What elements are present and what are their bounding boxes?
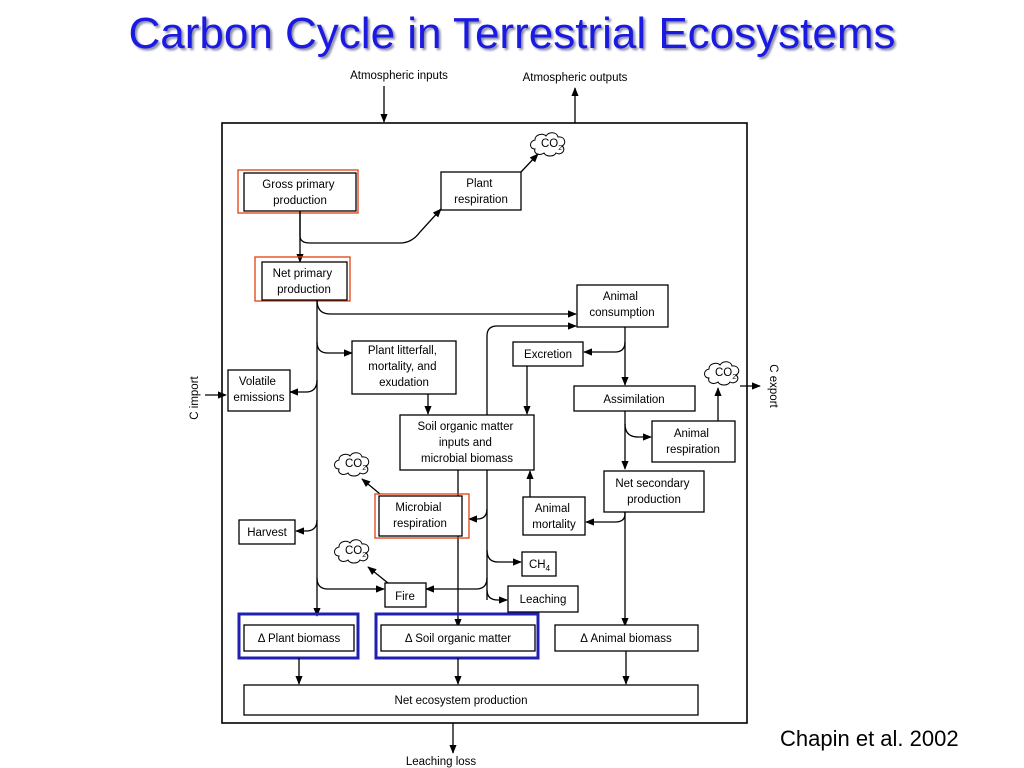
arrow-npp-animalcons bbox=[316, 299, 577, 318]
arrow-npp-volatile bbox=[289, 379, 318, 396]
soil-om-text: Δ Soil organic matter bbox=[405, 633, 511, 645]
arrow-som-animalcons bbox=[486, 322, 577, 415]
assimilation-text: Assimilation bbox=[603, 394, 664, 406]
animal-respiration-box bbox=[651, 420, 736, 463]
slide-title: Carbon Cycle in Terrestrial Ecosystems bbox=[128, 9, 896, 58]
arrow-som-leaching bbox=[486, 589, 508, 604]
nep-box bbox=[243, 684, 699, 716]
nep-text: Net ecosystem production bbox=[395, 695, 528, 707]
arrow-assimilation-animalresp bbox=[624, 423, 652, 441]
assimilation-box bbox=[573, 385, 696, 412]
fire-box bbox=[384, 582, 427, 608]
ch4-text: CH4 bbox=[529, 559, 551, 573]
soil-om-box bbox=[380, 624, 536, 652]
svg-text:CO2: CO2 bbox=[541, 138, 562, 152]
gpp-text: Gross primary production bbox=[262, 179, 337, 207]
arrow-microbialresp-co2 bbox=[361, 478, 381, 495]
animal-consumption-text: Animal consumption bbox=[589, 291, 654, 319]
microbial-respiration-box bbox=[378, 495, 463, 537]
co2-cloud-icon: CO2 bbox=[704, 361, 740, 386]
co2-cloud-icon: CO2 bbox=[334, 539, 370, 564]
arrow-gpp-plantresp bbox=[299, 208, 442, 244]
microbial-respiration-text: Microbial respiration bbox=[393, 502, 447, 530]
atmospheric-outputs-label: Atmospheric outputs bbox=[523, 72, 628, 84]
ch4-box bbox=[521, 551, 557, 577]
ecosystem-boundary bbox=[221, 122, 748, 724]
litterfall-box bbox=[351, 340, 457, 395]
fire-text: Fire bbox=[395, 591, 415, 603]
citation: Chapin et al. 2002 bbox=[780, 726, 959, 751]
arrow-plantresp-co2 bbox=[520, 153, 539, 173]
c-export-label: C export bbox=[767, 364, 779, 408]
leaching-loss-label: Leaching loss bbox=[406, 756, 477, 768]
arrow-som-ch4 bbox=[486, 549, 522, 566]
arrow-fire-co2 bbox=[367, 566, 389, 584]
animal-consumption-box bbox=[576, 284, 669, 328]
animal-respiration-text: Animal respiration bbox=[666, 428, 720, 456]
microbial-resp-highlight bbox=[374, 493, 470, 539]
npp-text: Net primary production bbox=[273, 268, 336, 296]
volatile-emissions-text: Volatile emissions bbox=[233, 376, 284, 404]
volatile-emissions-box bbox=[227, 369, 291, 412]
npp-box bbox=[261, 261, 348, 301]
harvest-box bbox=[238, 519, 296, 545]
leaching-box bbox=[507, 585, 579, 613]
co2-cloud-icon: CO2 bbox=[530, 132, 566, 157]
svg-text:CO2: CO2 bbox=[345, 458, 366, 472]
plant-biomass-box bbox=[243, 624, 355, 652]
arrow-som-microbialresp bbox=[468, 508, 488, 523]
svg-text:CO2: CO2 bbox=[345, 545, 366, 559]
som-inputs-box bbox=[399, 414, 535, 471]
soil-om-highlight bbox=[374, 612, 540, 660]
net-secondary-text: Net secondary production bbox=[615, 478, 692, 506]
animal-mortality-box bbox=[522, 496, 586, 536]
plant-biomass-text: Δ Plant biomass bbox=[258, 633, 341, 645]
plant-respiration-box bbox=[440, 171, 522, 211]
arrow-netsecondary-animalmort bbox=[585, 512, 626, 526]
npp-highlight bbox=[254, 256, 351, 302]
arrow-som-fire bbox=[425, 577, 488, 593]
animal-biomass-box bbox=[554, 624, 699, 652]
gpp-box bbox=[243, 172, 357, 212]
net-secondary-box bbox=[603, 470, 705, 513]
leaching-text: Leaching bbox=[520, 594, 567, 606]
som-inputs-text: Soil organic matter inputs and microbial… bbox=[417, 421, 516, 465]
excretion-box bbox=[512, 341, 584, 367]
arrow-npp-fire bbox=[316, 577, 385, 593]
animal-mortality-text: Animal mortality bbox=[532, 503, 576, 531]
c-import-label: C import bbox=[189, 375, 201, 419]
gpp-highlight bbox=[237, 169, 359, 214]
excretion-text: Excretion bbox=[524, 349, 572, 361]
litterfall-text: Plant litterfall, mortality, and exudati… bbox=[368, 345, 440, 389]
svg-text:CO2: CO2 bbox=[715, 367, 736, 381]
plant-respiration-text: Plant respiration bbox=[454, 178, 508, 206]
arrow-npp-litterfall bbox=[316, 341, 353, 357]
animal-biomass-text: Δ Animal biomass bbox=[580, 633, 672, 645]
arrow-animalcons-excretion bbox=[583, 327, 626, 356]
arrow-npp-harvest bbox=[295, 519, 318, 535]
harvest-text: Harvest bbox=[247, 527, 287, 539]
co2-cloud-icon: CO2 bbox=[334, 452, 370, 477]
atmospheric-inputs-label: Atmospheric inputs bbox=[350, 70, 448, 82]
